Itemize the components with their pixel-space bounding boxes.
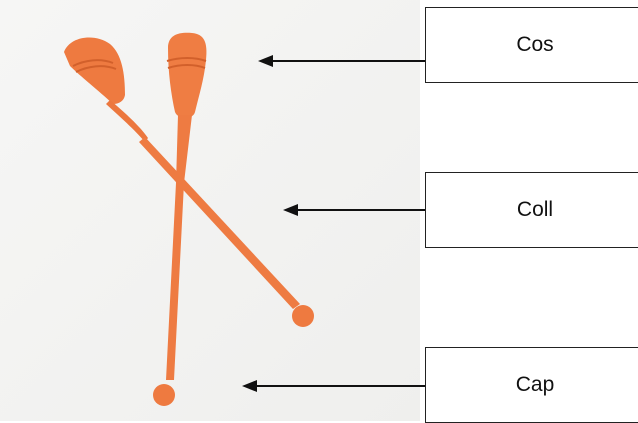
gymnastics-clubs-photo [0, 0, 420, 421]
label-box-cap: Cap [425, 347, 638, 423]
club-diagonal-ball [292, 305, 314, 327]
club-vertical-ball [153, 384, 175, 406]
label-box-cos: Cos [425, 7, 638, 83]
label-cap: Cap [516, 373, 555, 397]
label-cos: Cos [516, 33, 553, 57]
label-coll: Coll [517, 198, 553, 222]
label-box-coll: Coll [425, 172, 638, 248]
